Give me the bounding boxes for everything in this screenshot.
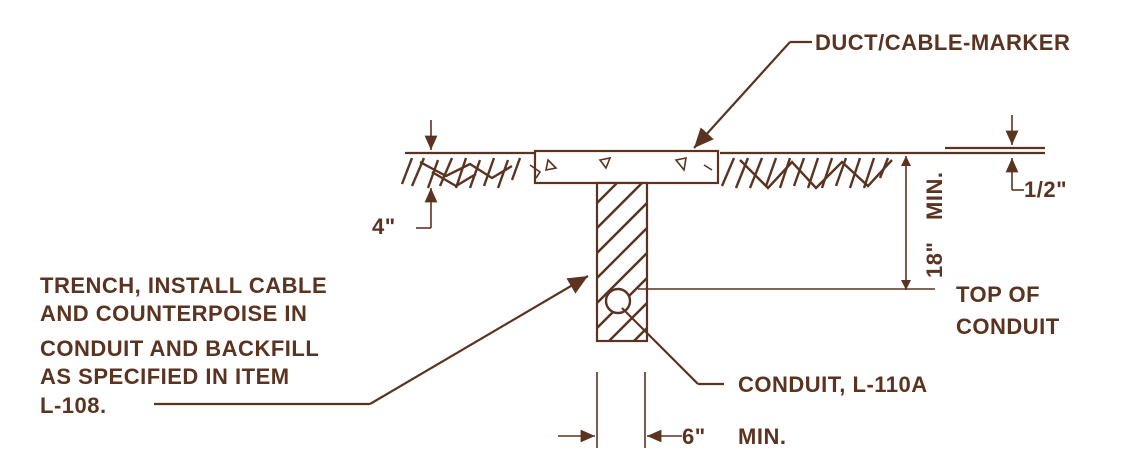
trench-note-line2: AND COUNTERPOISE IN: [40, 301, 307, 326]
trench-section: [595, 181, 649, 343]
duct-cable-marker-slab: [529, 149, 720, 185]
dimension-half-inch: [1005, 115, 1024, 191]
dimension-half-inch-label: 1/2": [1024, 177, 1067, 202]
conduit-circle: [604, 287, 632, 315]
conduit-label: CONDUIT, L-110A: [738, 372, 928, 397]
trench-note-line4: AS SPECIFIED IN ITEM: [40, 364, 290, 389]
trench-note-line5: L-108.: [40, 393, 107, 418]
dimension-18in-label: 18": [922, 242, 947, 278]
dimension-6in: [558, 372, 682, 448]
ground-surface-left: [400, 151, 535, 189]
dimension-6in-label: 6": [682, 424, 706, 449]
duct-marker-label: DUCT/CABLE-MARKER: [815, 30, 1070, 55]
dimension-min-vertical-label: MIN.: [922, 172, 947, 220]
conduit-leader: [621, 307, 724, 386]
dimension-4in-label: 4": [372, 214, 396, 239]
dimension-18in: [901, 156, 911, 290]
dimension-4in: [416, 120, 438, 229]
ground-surface-right: [720, 146, 1045, 190]
trench-note-leader: [154, 275, 589, 406]
top-of-conduit-label-line1: TOP OF: [956, 282, 1040, 307]
trench-note-line1: TRENCH, INSTALL CABLE: [40, 273, 327, 298]
top-of-conduit-label-line2: CONDUIT: [956, 314, 1060, 339]
duct-marker-leader: [693, 40, 812, 149]
trench-note-line3: CONDUIT AND BACKFILL: [40, 336, 319, 361]
dimension-min-horizontal-label: MIN.: [738, 424, 786, 449]
